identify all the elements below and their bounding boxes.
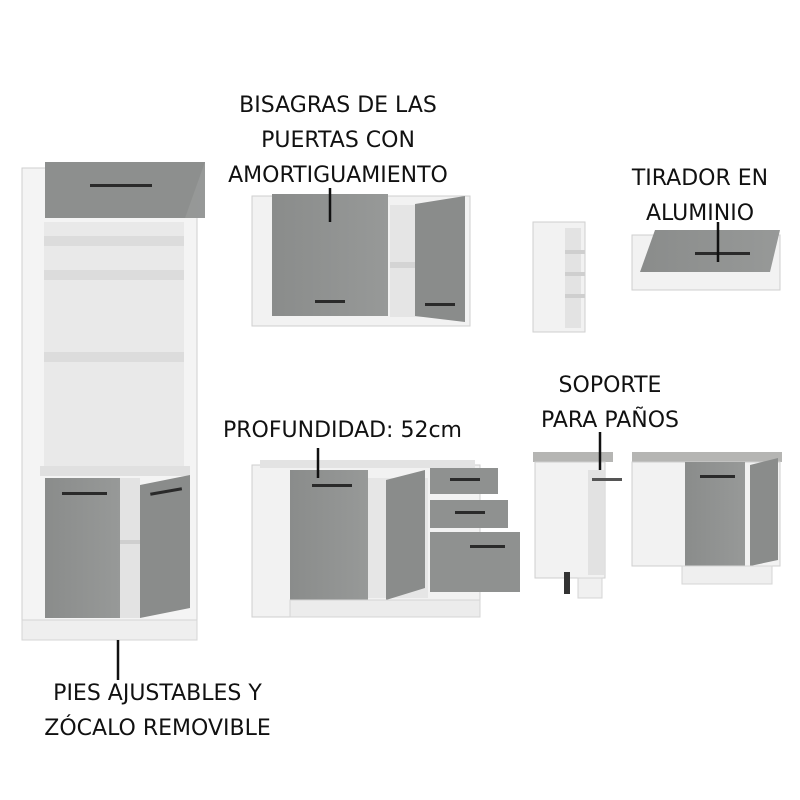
tall-pantry-cabinet <box>21 162 205 641</box>
towel-rack-label: SOPORTE PARA PAÑOS <box>520 368 700 438</box>
label-line: ZÓCALO REMOVIBLE <box>44 716 271 741</box>
door-open <box>750 458 778 566</box>
feet-label: PIES AJUSTABLES Y ZÓCALO REMOVIBLE <box>30 676 285 746</box>
adjustable-foot <box>564 572 570 594</box>
handle-icon <box>90 184 152 187</box>
shelf <box>44 352 184 362</box>
label-line: PARA PAÑOS <box>541 408 679 433</box>
label-line: SOPORTE <box>558 373 662 398</box>
label-line: PUERTAS CON <box>261 128 415 153</box>
callout-lines <box>116 188 720 680</box>
upper-wall-cabinet <box>251 194 471 327</box>
towel-bar <box>592 478 622 481</box>
flip-up-wall-cabinet <box>631 230 781 291</box>
narrow-open-shelf-unit <box>532 221 586 333</box>
door-right-open <box>140 475 190 618</box>
base-cabinet-with-drawers <box>251 460 520 618</box>
drawer <box>430 532 520 592</box>
door-open <box>386 470 425 600</box>
depth-label: PROFUNDIDAD: 52cm <box>223 418 462 443</box>
door-left <box>45 478 120 618</box>
towel-rack-base-cabinet <box>533 452 622 599</box>
door <box>685 462 745 566</box>
label-line: TIRADOR EN <box>631 166 769 191</box>
label-line: BISAGRAS DE LAS <box>239 93 437 118</box>
hinges-label: BISAGRAS DE LAS PUERTAS CON AMORTIGUAMIE… <box>200 88 476 193</box>
door-left <box>290 470 368 600</box>
shelf <box>44 270 184 280</box>
flip-up-door <box>640 230 780 272</box>
label-line: ALUMINIO <box>645 201 755 226</box>
label-line: AMORTIGUAMIENTO <box>228 163 448 188</box>
handle-label: TIRADOR EN ALUMINIO <box>610 161 790 231</box>
countertop <box>632 452 782 462</box>
label-line: PIES AJUSTABLES Y <box>53 681 262 706</box>
corner-base-cabinet <box>631 452 782 585</box>
door-right-open <box>415 196 465 322</box>
